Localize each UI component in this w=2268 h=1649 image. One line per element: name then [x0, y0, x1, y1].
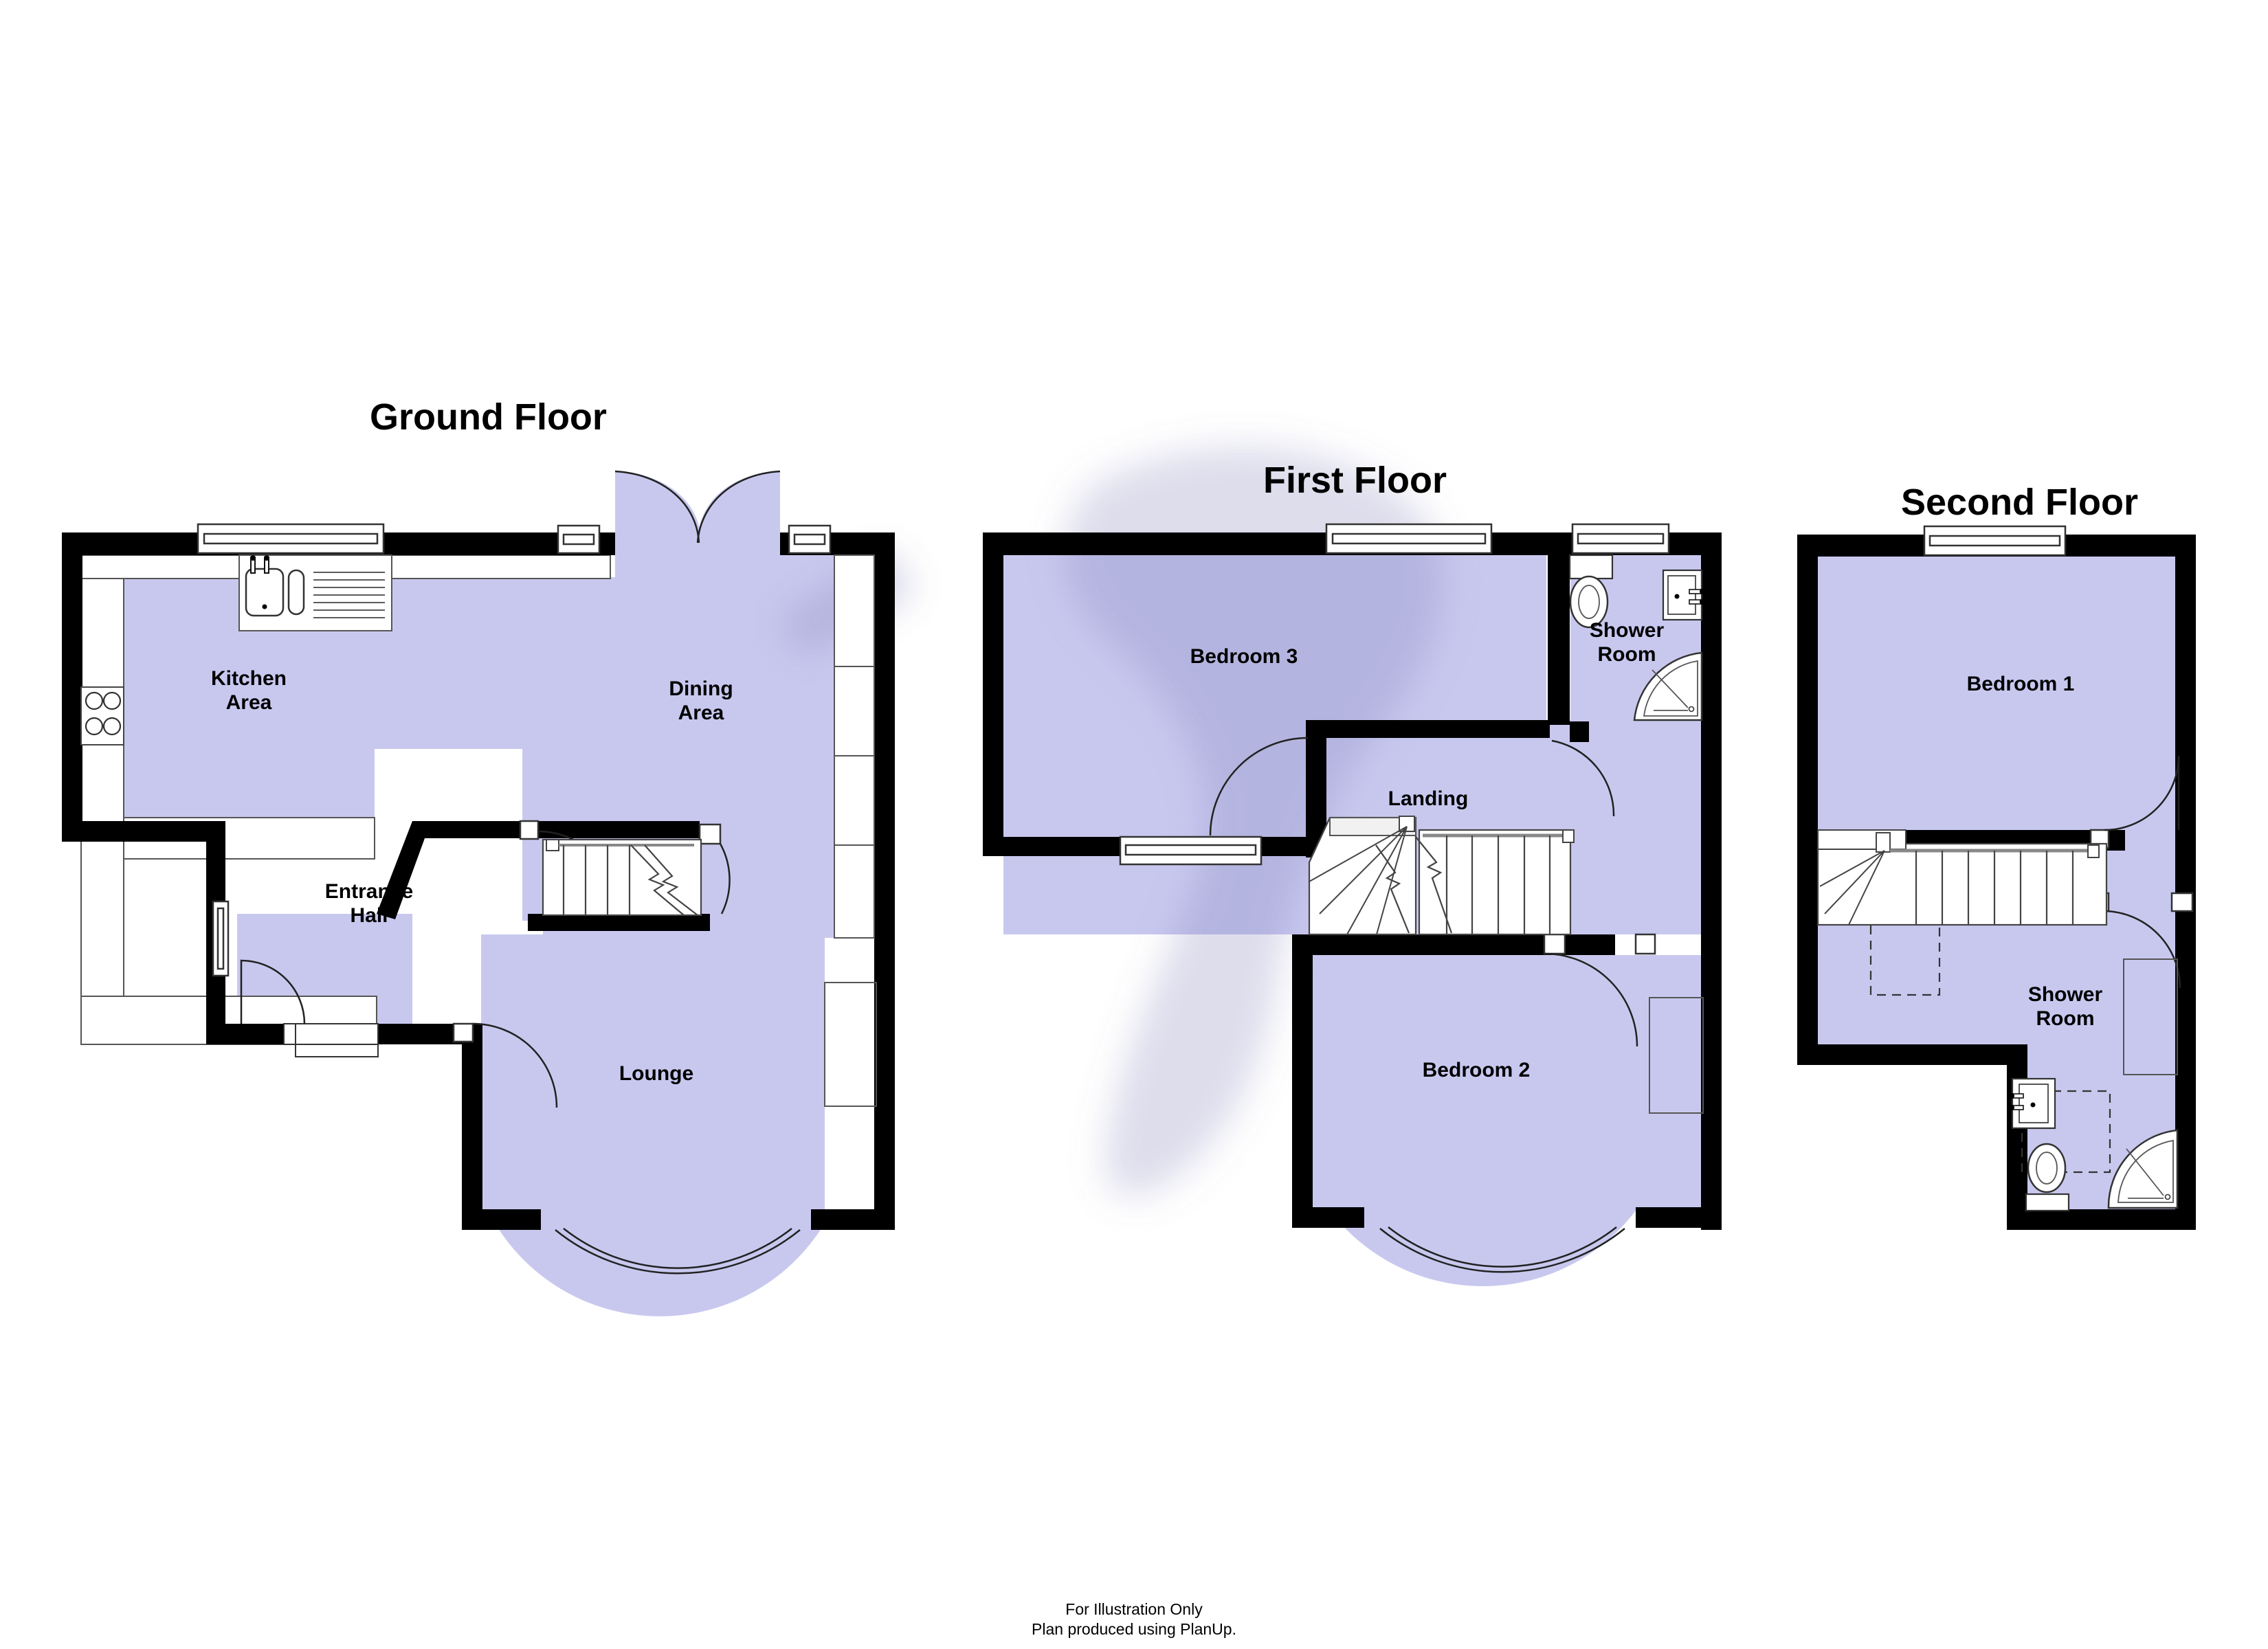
dining-upper-fill — [615, 536, 811, 584]
ground-floor-group — [62, 470, 914, 1316]
shower-room-first-fixtures — [1568, 554, 1705, 721]
bedroom1-fill — [1818, 557, 2175, 831]
bedroom2-bow-window — [1379, 1226, 1625, 1273]
shower-room-second-left-fill — [1818, 907, 2027, 1065]
room-label-lounge: Lounge — [619, 1062, 694, 1085]
bedroom2-fill — [1309, 955, 1701, 1287]
first-floor-title: First Floor — [1263, 460, 1447, 501]
shower-tray-outline — [2021, 1090, 2111, 1174]
bedroom1-unit — [2123, 958, 2178, 1075]
second-floor-group — [1797, 525, 2196, 1230]
room-label-dining-area: Dining Area — [669, 677, 733, 725]
kitchen-fixtures — [80, 554, 392, 745]
room-label-bedroom-2: Bedroom 2 — [1422, 1059, 1531, 1081]
dining-storage-units — [834, 554, 875, 939]
french-door-leaf-left-fill — [615, 471, 701, 543]
scan-artifact-first — [1064, 447, 1444, 1196]
ground-floor-fill — [124, 536, 893, 1316]
ground-floor-windows — [197, 523, 832, 977]
lounge-unit — [824, 982, 877, 1107]
room-label-shower-room-second: Shower Room — [2027, 983, 2103, 1031]
first-floor-staircase — [1308, 816, 1575, 936]
lounge-bow-window — [555, 1228, 801, 1275]
shower-room-second-fixtures — [2009, 1077, 2179, 1212]
ground-floor-room-fills — [124, 471, 893, 1316]
first-floor-internal-doors — [1209, 737, 1656, 1047]
first-floor-group — [983, 447, 1722, 1287]
first-floor-windows — [1119, 523, 1670, 866]
room-label-entrance-hall: Entrance Hall — [324, 880, 414, 928]
front-door — [240, 959, 379, 1057]
room-label-kitchen-area: Kitchen Area — [210, 667, 287, 715]
ground-floor-staircase — [542, 838, 702, 917]
french-doors — [614, 470, 781, 543]
second-floor-title: Second Floor — [1901, 482, 2139, 523]
ground-floor-title: Ground Floor — [370, 396, 607, 438]
room-label-shower-room-first: Shower Room — [1589, 619, 1665, 666]
room-label-bedroom-1: Bedroom 1 — [1966, 673, 2075, 695]
footer-disclaimer: For Illustration Only Plan produced usin… — [1032, 1600, 1236, 1638]
bedroom2-unit — [1649, 997, 1704, 1114]
second-floor-windows — [1923, 525, 2067, 557]
second-floor-staircase — [1816, 829, 2108, 926]
room-label-landing: Landing — [1388, 787, 1469, 810]
room-label-bedroom-3: Bedroom 3 — [1190, 645, 1298, 668]
second-floor-room-fills — [1818, 557, 2175, 1209]
french-door-leaf-right-fill — [698, 471, 780, 543]
